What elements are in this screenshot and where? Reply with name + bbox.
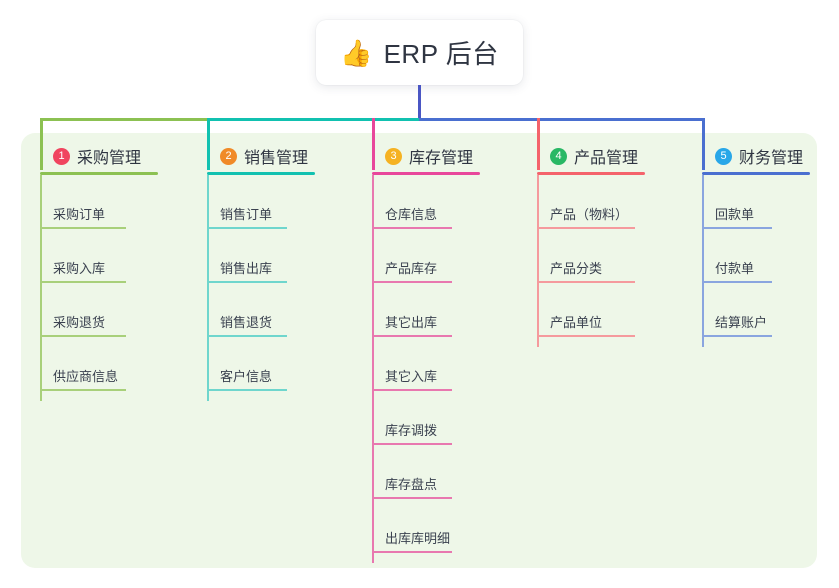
leaf-underline	[372, 389, 452, 391]
branch-badge-2: 2	[220, 147, 237, 165]
branch-drop-1	[40, 118, 43, 170]
leaf-node[interactable]: 销售退货	[220, 315, 273, 330]
leaf-underline	[372, 227, 452, 229]
branch-header-5[interactable]: 5 财务管理	[697, 143, 803, 169]
leaf-node[interactable]: 采购订单	[53, 207, 106, 222]
branch-column-3: 3 库存管理仓库信息产品库存其它出库其它入库库存调拨库存盘点出库库明细	[367, 143, 480, 563]
branch-header-2[interactable]: 2 销售管理	[202, 143, 308, 169]
leaf-node[interactable]: 供应商信息	[53, 369, 119, 384]
leaf-underline	[702, 227, 772, 229]
leaf-node[interactable]: 结算账户	[715, 315, 768, 330]
branch-title-2: 销售管理	[244, 150, 309, 167]
leaf-underline	[372, 551, 452, 553]
branch-drop-3	[372, 118, 375, 170]
leaf-node[interactable]: 采购退货	[53, 315, 106, 330]
leaf-underline	[537, 227, 635, 229]
diagram-panel	[21, 133, 817, 568]
trunk-line	[417, 85, 421, 121]
thumbs-up-icon: 👍	[340, 37, 373, 68]
leaf-node[interactable]: 其它入库	[385, 369, 438, 384]
branch-spine-4	[537, 175, 539, 347]
leaf-underline	[40, 227, 126, 229]
leaf-underline	[207, 281, 287, 283]
branch-badge-3: 3	[385, 147, 402, 165]
leaf-node[interactable]: 付款单	[715, 261, 755, 276]
leaf-node[interactable]: 产品分类	[550, 261, 603, 276]
leaf-underline	[372, 443, 452, 445]
leaf-node[interactable]: 产品库存	[385, 261, 438, 276]
leaf-underline	[372, 281, 452, 283]
leaf-underline	[207, 227, 287, 229]
leaf-node[interactable]: 回款单	[715, 207, 755, 222]
leaf-underline	[537, 335, 635, 337]
leaf-node[interactable]: 其它出库	[385, 315, 438, 330]
branch-column-2: 2 销售管理销售订单销售出库销售退货客户信息	[202, 143, 315, 401]
leaf-underline	[702, 281, 772, 283]
bus-segment-1	[40, 118, 207, 121]
leaf-underline	[372, 497, 452, 499]
branch-underline-2	[207, 172, 315, 175]
branch-column-1: 1 采购管理采购订单采购入库采购退货供应商信息	[35, 143, 158, 401]
leaf-node[interactable]: 产品（物料）	[550, 207, 629, 222]
branch-badge-5: 5	[715, 147, 732, 165]
branch-column-5: 5 财务管理回款单付款单结算账户	[697, 143, 810, 347]
leaf-node[interactable]: 采购入库	[53, 261, 106, 276]
leaf-node[interactable]: 出库库明细	[385, 531, 451, 546]
branch-title-1: 采购管理	[77, 150, 142, 167]
leaf-underline	[702, 335, 772, 337]
branch-header-1[interactable]: 1 采购管理	[35, 143, 141, 169]
root-node-title: ERP 后台	[383, 39, 499, 69]
branch-spine-2	[207, 175, 209, 401]
leaf-node[interactable]: 销售出库	[220, 261, 273, 276]
root-node[interactable]: 👍 ERP 后台	[316, 20, 523, 85]
leaf-node[interactable]: 产品单位	[550, 315, 603, 330]
branch-header-3[interactable]: 3 库存管理	[367, 143, 473, 169]
branch-column-4: 4 产品管理产品（物料） 产品分类产品单位	[532, 143, 645, 347]
leaf-node[interactable]: 库存盘点	[385, 477, 438, 492]
branch-drop-2	[207, 118, 210, 170]
bus-segment-3	[419, 118, 705, 121]
branch-drop-5	[702, 118, 705, 170]
leaf-underline	[537, 281, 635, 283]
branch-underline-1	[40, 172, 158, 175]
leaf-underline	[40, 389, 126, 391]
branch-title-3: 库存管理	[409, 150, 474, 167]
branch-badge-1: 1	[53, 147, 70, 165]
branch-spine-5	[702, 175, 704, 347]
branch-underline-4	[537, 172, 645, 175]
branch-spine-1	[40, 175, 42, 401]
leaf-underline	[207, 389, 287, 391]
branch-drop-4	[537, 118, 540, 170]
branch-title-4: 产品管理	[574, 150, 639, 167]
branch-header-4[interactable]: 4 产品管理	[532, 143, 638, 169]
branch-title-5: 财务管理	[739, 150, 804, 167]
leaf-node[interactable]: 客户信息	[220, 369, 273, 384]
branch-underline-3	[372, 172, 480, 175]
leaf-underline	[40, 281, 126, 283]
leaf-underline	[40, 335, 126, 337]
branch-badge-4: 4	[550, 147, 567, 165]
branch-underline-5	[702, 172, 810, 175]
leaf-underline	[207, 335, 287, 337]
leaf-node[interactable]: 库存调拨	[385, 423, 438, 438]
leaf-node[interactable]: 销售订单	[220, 207, 273, 222]
branch-spine-3	[372, 175, 374, 563]
leaf-underline	[372, 335, 452, 337]
bus-segment-2	[207, 118, 421, 121]
leaf-node[interactable]: 仓库信息	[385, 207, 438, 222]
